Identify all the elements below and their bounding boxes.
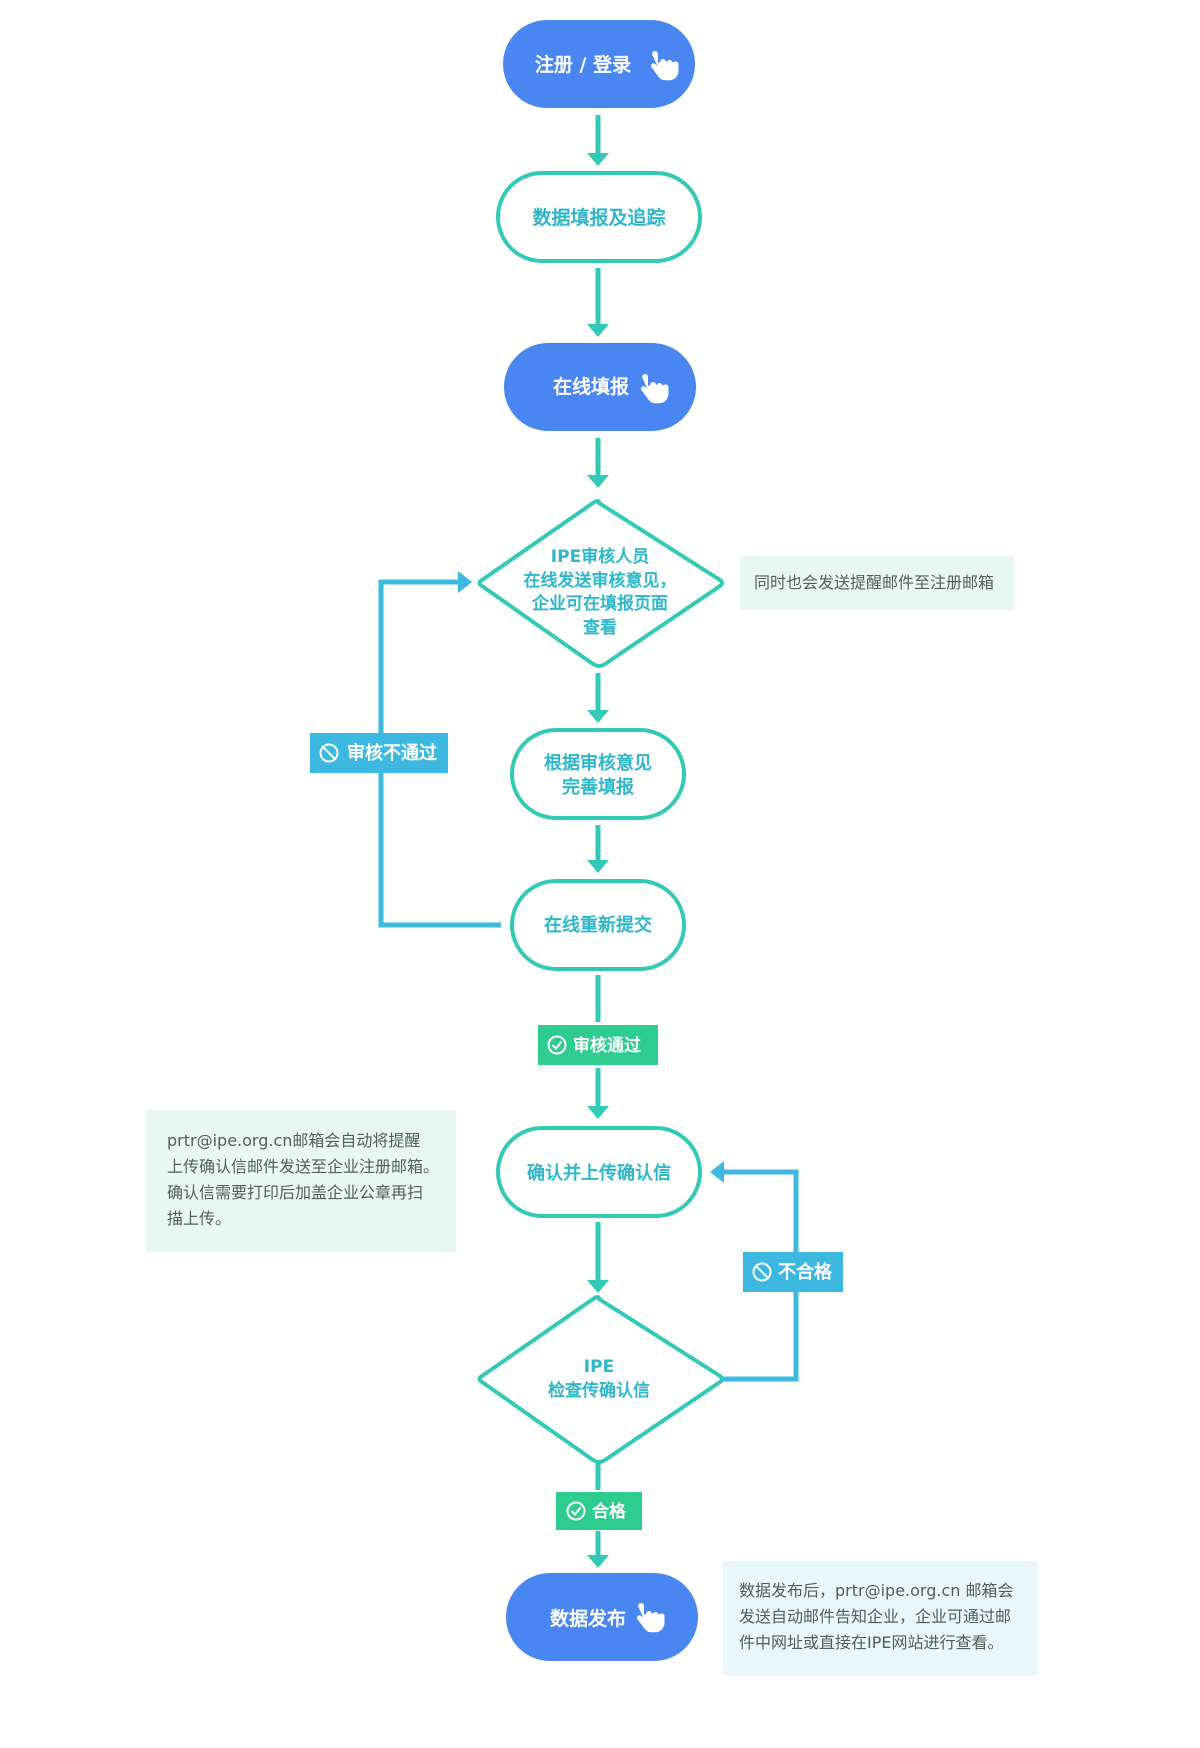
review-pass-label: 审核通过 bbox=[573, 1035, 641, 1056]
connector-resubmit-to-confirm bbox=[587, 975, 609, 1119]
hand-pointer-icon bbox=[651, 51, 679, 81]
confirm-note-line-3: 确认信需要打印后加盖企业公章再扫 bbox=[167, 1183, 424, 1202]
qualified-label: 合格 bbox=[592, 1501, 627, 1522]
check-line-1: IPE bbox=[584, 1357, 614, 1377]
connector-online-fill-to-review bbox=[587, 438, 609, 488]
confirm-letter-note: prtr@ipe.org.cn邮箱会自动将提醒 上传确认信邮件发送至企业注册邮箱… bbox=[146, 1110, 456, 1252]
register-label: 注册 / 登录 bbox=[535, 53, 631, 76]
review-fail-tag: 审核不通过 bbox=[310, 733, 448, 773]
online-fill-label: 在线填报 bbox=[553, 375, 629, 398]
revise-line-2: 完善填报 bbox=[562, 776, 634, 798]
confirm-note-line-2: 上传确认信邮件发送至企业注册邮箱。 bbox=[167, 1157, 440, 1176]
connector-review-to-revise bbox=[587, 673, 609, 723]
not-qualified-label: 不合格 bbox=[778, 1261, 833, 1283]
reminder-note: 同时也会发送提醒邮件至注册邮箱 bbox=[740, 556, 1014, 610]
confirm-upload-label: 确认并上传确认信 bbox=[527, 1162, 671, 1184]
forbidden-icon bbox=[319, 743, 339, 763]
ipe-check-decision[interactable]: IPE 检查传确认信 bbox=[477, 1295, 724, 1464]
publish-note-line-2: 发送自动邮件告知企业，企业可通过邮 bbox=[739, 1607, 1012, 1626]
review-line-2: 在线发送审核意见， bbox=[524, 570, 677, 591]
resubmit-node[interactable]: 在线重新提交 bbox=[510, 879, 686, 971]
review-line-3: 企业可在填报页面 bbox=[531, 593, 668, 614]
connector-data-fill-to-online-fill bbox=[587, 268, 609, 337]
hand-pointer-icon bbox=[637, 1603, 665, 1633]
data-fill-label: 数据填报及追踪 bbox=[532, 206, 665, 229]
hand-pointer-icon bbox=[641, 374, 669, 404]
publish-note: 数据发布后，prtr@ipe.org.cn 邮箱会 发送自动邮件告知企业，企业可… bbox=[723, 1561, 1037, 1675]
publish-label: 数据发布 bbox=[550, 1607, 626, 1630]
connector-confirm-to-check bbox=[587, 1222, 609, 1293]
reminder-note-text: 同时也会发送提醒邮件至注册邮箱 bbox=[754, 573, 995, 592]
check-circle-icon bbox=[547, 1035, 567, 1055]
confirm-note-line-1: prtr@ipe.org.cn邮箱会自动将提醒 bbox=[167, 1131, 421, 1150]
ipe-review-decision[interactable]: IPE审核人员 在线发送审核意见， 企业可在填报页面 查看 bbox=[477, 499, 724, 668]
check-circle-icon bbox=[566, 1501, 586, 1521]
qualified-tag: 合格 bbox=[556, 1492, 642, 1530]
publish-note-line-3: 件中网址或直接在IPE网站进行查看。 bbox=[739, 1633, 1004, 1652]
revise-line-1: 根据审核意见 bbox=[544, 752, 652, 774]
revise-node[interactable]: 根据审核意见 完善填报 bbox=[510, 728, 686, 820]
confirm-upload-node[interactable]: 确认并上传确认信 bbox=[496, 1126, 702, 1218]
review-line-4: 查看 bbox=[582, 617, 617, 638]
not-qualified-tag: 不合格 bbox=[743, 1252, 843, 1292]
connector-register-to-data-fill bbox=[587, 115, 609, 166]
resubmit-label: 在线重新提交 bbox=[544, 914, 652, 936]
register-node[interactable]: 注册 / 登录 bbox=[503, 20, 695, 108]
online-fill-node[interactable]: 在线填报 bbox=[504, 343, 696, 431]
review-pass-tag: 审核通过 bbox=[538, 1025, 658, 1065]
confirm-note-line-4: 描上传。 bbox=[167, 1209, 232, 1228]
publish-note-line-1: 数据发布后，prtr@ipe.org.cn 邮箱会 bbox=[739, 1581, 1014, 1600]
data-fill-node[interactable]: 数据填报及追踪 bbox=[496, 171, 702, 263]
review-fail-label: 审核不通过 bbox=[347, 742, 437, 764]
connector-revise-to-resubmit bbox=[587, 825, 609, 873]
publish-node[interactable]: 数据发布 bbox=[506, 1573, 698, 1661]
check-line-2: 检查传确认信 bbox=[548, 1380, 650, 1401]
forbidden-icon bbox=[752, 1262, 772, 1282]
review-line-1: IPE审核人员 bbox=[551, 546, 649, 567]
connector-check-to-publish bbox=[587, 1460, 609, 1568]
